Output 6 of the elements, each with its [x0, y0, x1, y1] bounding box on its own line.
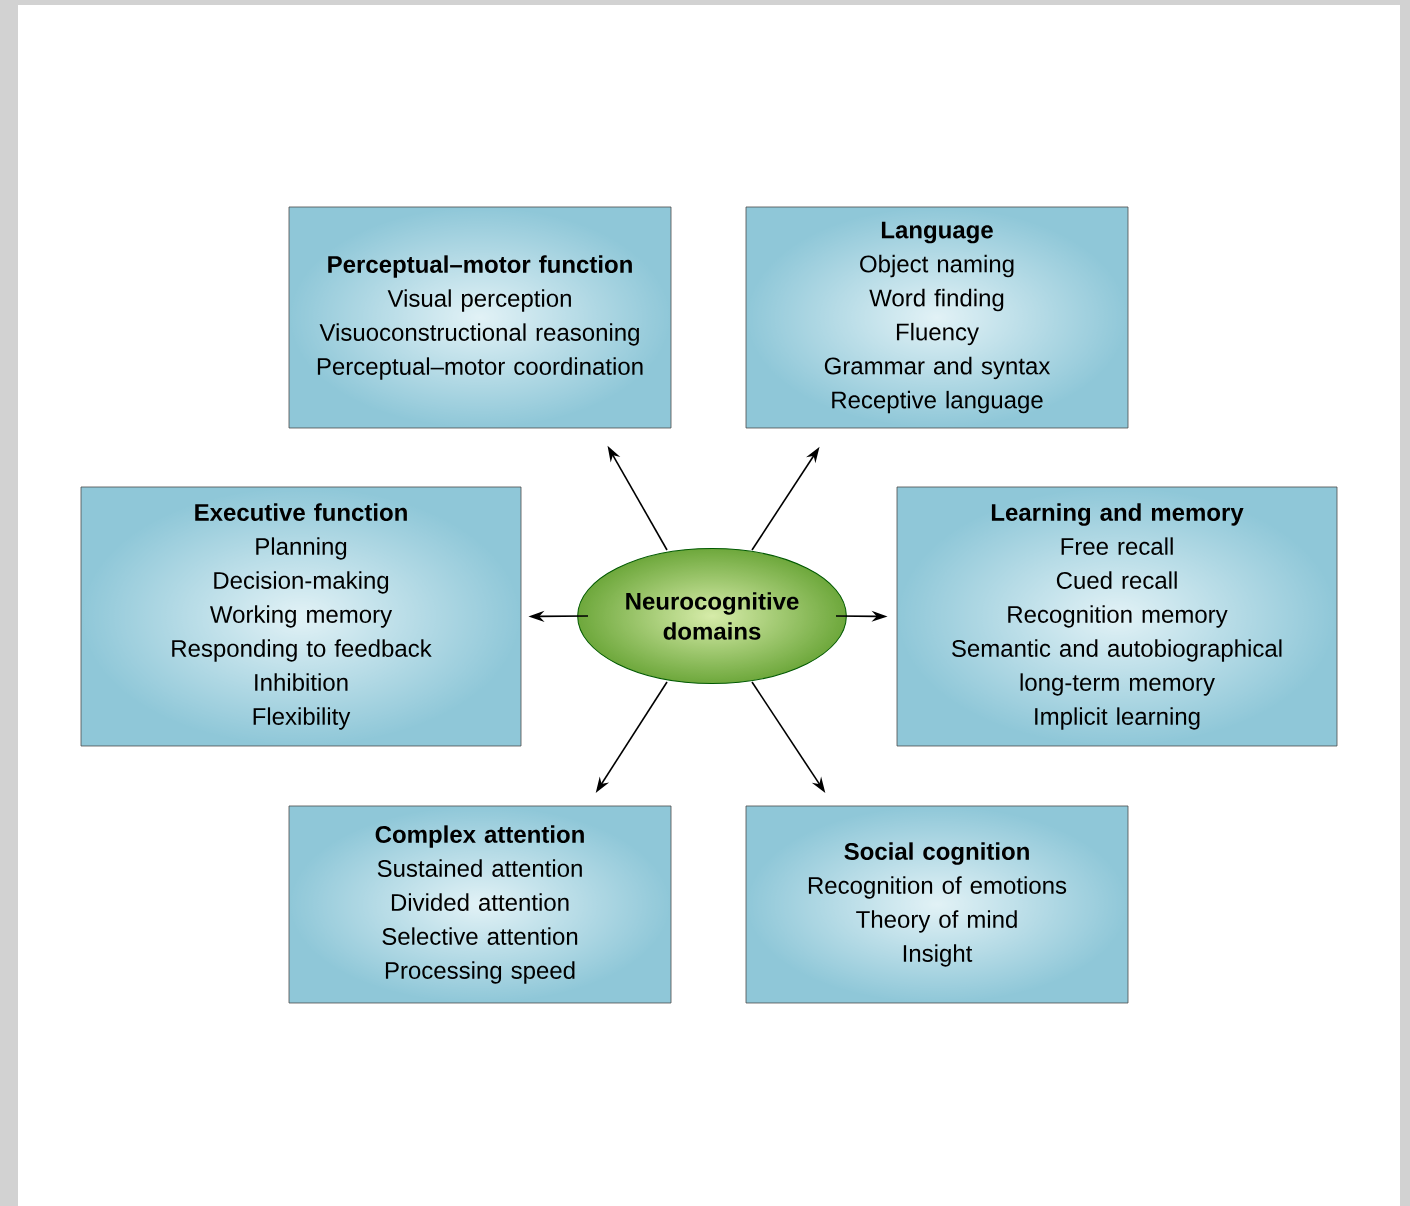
domain-box: Perceptual–motor function Visual perception Visuoconstructional reasoning Perceptual–motor coordination	[288, 206, 672, 429]
domain-box: Social cognition Recognition of emotions Theory of mind Insight	[745, 805, 1129, 1004]
domain-box: Executive function Planning Decision-making Working memory Responding to feedback Inhibition Flexibility	[80, 486, 522, 747]
domain-box: Complex attention Sustained attention Divided attention Selective attention Processing speed	[288, 805, 672, 1004]
domain-box: Language Object naming Word finding Fluency Grammar and syntax Receptive language	[745, 206, 1129, 429]
domain-box: Learning and memory Free recall Cued recall Recognition memory Semantic and autobiographical long-term memory Implicit learning	[896, 486, 1338, 747]
